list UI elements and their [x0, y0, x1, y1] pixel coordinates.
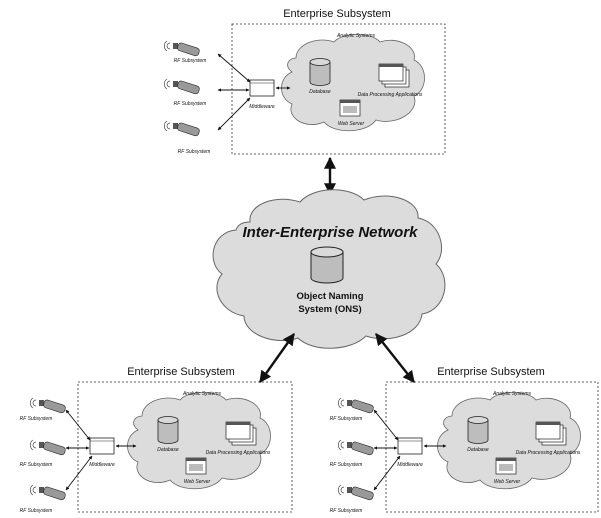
stacked-windows-icon	[378, 63, 410, 88]
rf-link	[217, 97, 251, 131]
rfid-reader-icon	[337, 439, 374, 456]
middleware-icon	[249, 79, 275, 97]
database-icon	[157, 416, 179, 444]
rfid-reader-icon	[337, 484, 374, 501]
middleware-icon	[89, 437, 115, 455]
rf-subsystem-1: RF Subsystem	[330, 397, 399, 441]
data-processing-label: Data Processing Applications	[516, 450, 581, 456]
rf-subsystem-3: RF Subsystem	[330, 455, 401, 514]
middleware-label: Middleware	[89, 462, 115, 468]
rfid-reader-icon	[163, 120, 200, 137]
enterprise-title: Enterprise Subsystem	[437, 366, 545, 378]
enterprise-subsystem-top: Enterprise Subsystem Analytic Systems Da…	[163, 8, 446, 155]
rfid-reader-icon	[163, 78, 200, 95]
ons-label-line2: System (ONS)	[298, 304, 361, 315]
inter-enterprise-network: Inter-Enterprise Network Object Naming S…	[212, 189, 446, 349]
rf-subsystem-3: RF Subsystem	[20, 455, 93, 514]
ons-label-line1: Object Naming	[296, 291, 363, 302]
ons-database-icon	[310, 246, 344, 284]
middleware-icon	[397, 437, 423, 455]
data-processing-label: Data Processing Applications	[358, 92, 423, 98]
database-icon	[309, 58, 331, 86]
database-icon	[467, 416, 489, 444]
connection-arrow-right	[375, 333, 415, 383]
rf-subsystem-label: RF Subsystem	[20, 462, 53, 468]
rf-subsystem-1: RF Subsystem	[163, 40, 251, 83]
rfid-reader-icon	[337, 397, 374, 414]
rfid-reader-icon	[163, 40, 200, 57]
rf-link	[65, 409, 91, 441]
rf-subsystem-2: RF Subsystem	[330, 439, 398, 468]
database-label: Database	[467, 447, 489, 453]
analytic-systems-label: Analytic Systems	[336, 33, 376, 39]
enterprise-subsystem-left: Enterprise Subsystem Analytic Systems Da…	[20, 366, 293, 514]
rfid-reader-icon	[29, 397, 66, 414]
rf-subsystem-2: RF Subsystem	[163, 78, 250, 107]
rf-subsystem-label: RF Subsystem	[174, 101, 207, 107]
data-processing-label: Data Processing Applications	[206, 450, 271, 456]
rf-subsystem-label: RF Subsystem	[330, 462, 363, 468]
rfid-reader-icon	[29, 439, 66, 456]
rf-link	[373, 409, 399, 441]
enterprise-subsystem-right: Enterprise Subsystem Analytic Systems Da…	[330, 366, 599, 514]
rfid-reader-icon	[29, 484, 66, 501]
middleware-label: Middleware	[397, 462, 423, 468]
rf-subsystem-label: RF Subsystem	[20, 508, 53, 514]
middleware-label: Middleware	[249, 104, 275, 110]
analytic-systems-label: Analytic Systems	[492, 391, 532, 397]
rf-subsystem-label: RF Subsystem	[20, 416, 53, 422]
web-server-label: Web Server	[338, 121, 365, 127]
rf-subsystem-label: RF Subsystem	[330, 416, 363, 422]
web-server-icon	[339, 99, 361, 117]
web-server-label: Web Server	[494, 479, 521, 485]
rf-subsystem-label: RF Subsystem	[178, 149, 211, 155]
rf-link	[373, 455, 401, 491]
stacked-windows-icon	[225, 421, 257, 446]
web-server-label: Web Server	[184, 479, 211, 485]
rf-subsystem-3: RF Subsystem	[163, 97, 251, 155]
stacked-windows-icon	[535, 421, 567, 446]
database-label: Database	[157, 447, 179, 453]
analytic-systems-label: Analytic Systems	[182, 391, 222, 397]
rf-subsystem-label: RF Subsystem	[330, 508, 363, 514]
rf-subsystem-2: RF Subsystem	[20, 439, 90, 468]
rf-subsystem-1: RF Subsystem	[20, 397, 91, 441]
connection-arrow-left	[259, 333, 295, 383]
web-server-icon	[185, 457, 207, 475]
enterprise-boundary	[385, 381, 599, 513]
web-server-icon	[495, 457, 517, 475]
network-title: Inter-Enterprise Network	[242, 224, 418, 241]
rf-link	[65, 455, 93, 491]
rf-subsystem-label: RF Subsystem	[174, 58, 207, 64]
enterprise-title: Enterprise Subsystem	[127, 366, 235, 378]
database-label: Database	[309, 89, 331, 95]
rf-link	[217, 53, 251, 83]
enterprise-title: Enterprise Subsystem	[283, 8, 391, 20]
